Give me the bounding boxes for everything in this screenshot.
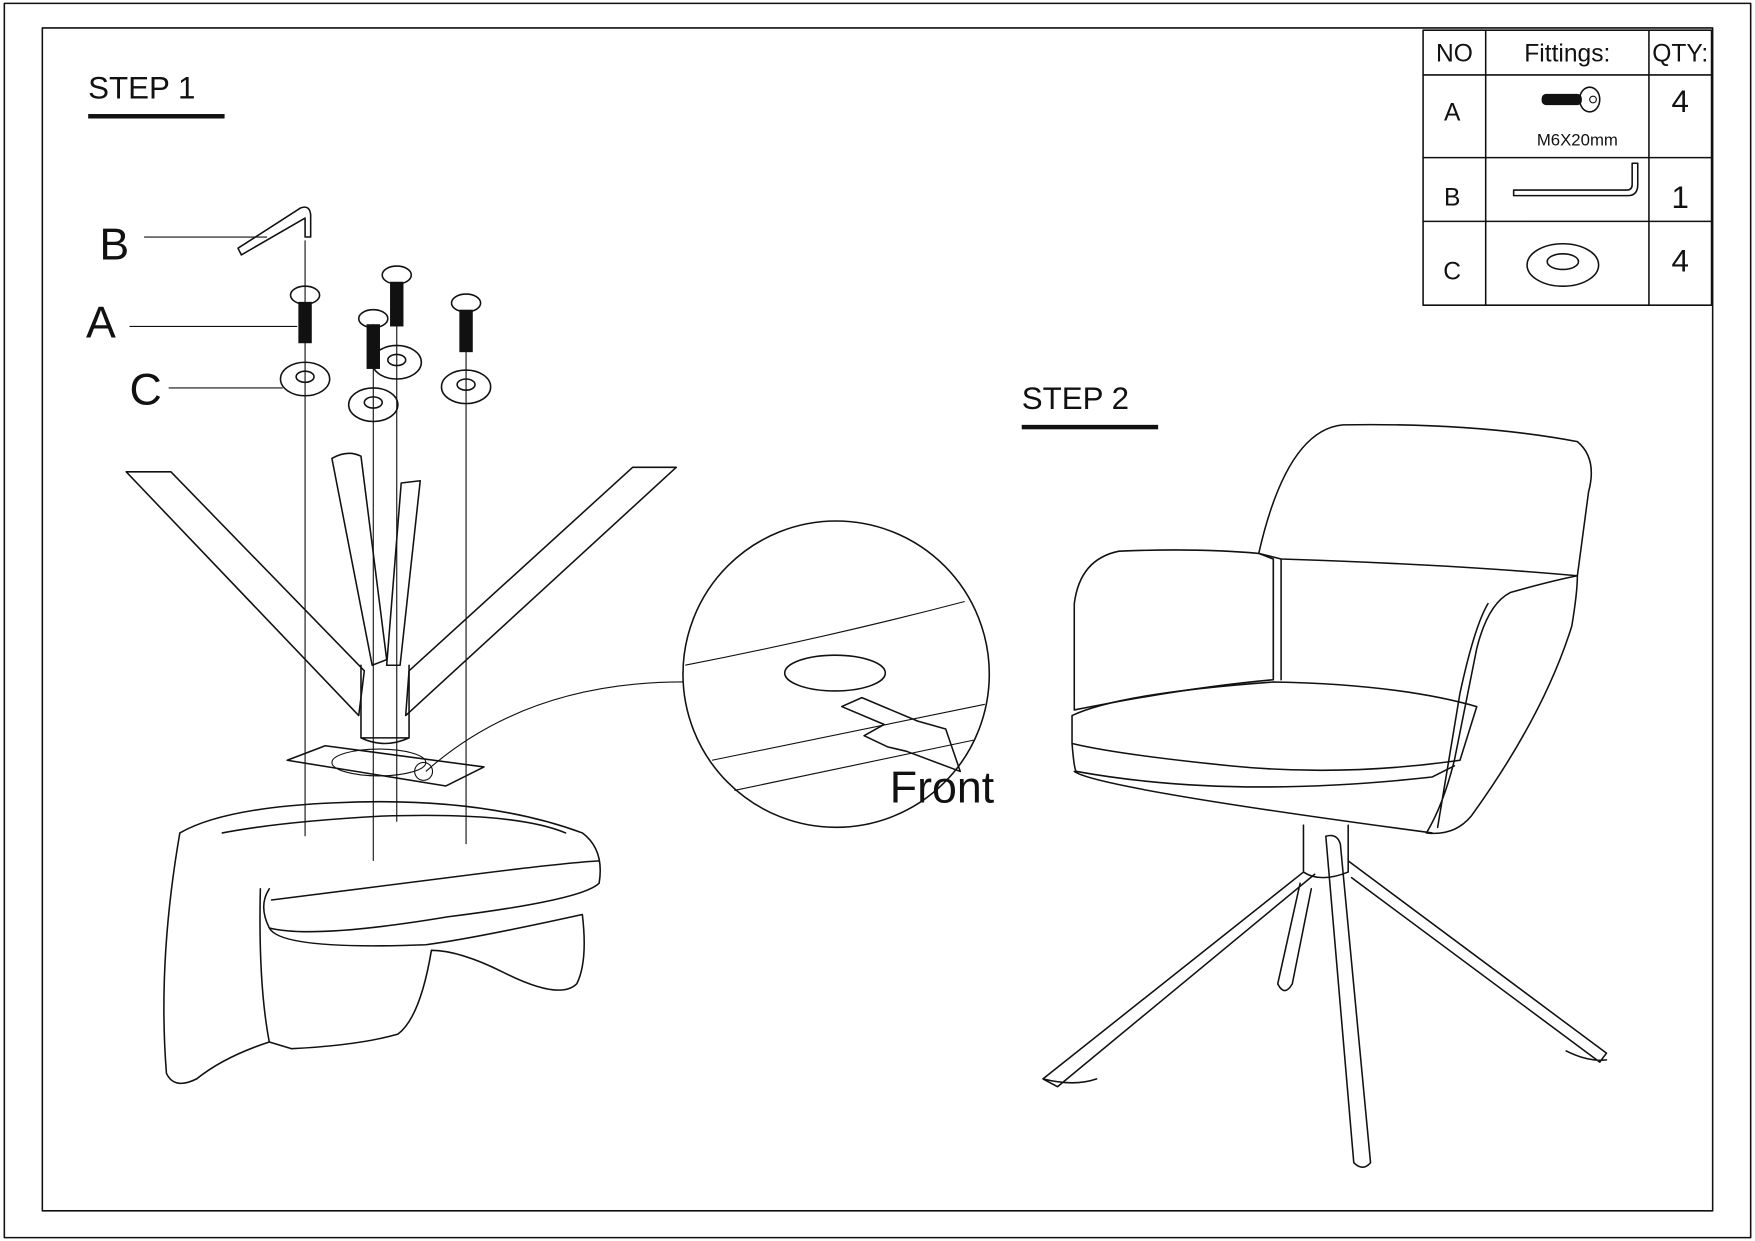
allen-key bbox=[237, 206, 312, 256]
washer-icon bbox=[1526, 242, 1600, 287]
step1-drawing: B A C bbox=[86, 206, 678, 1085]
row-a-no: A bbox=[1444, 100, 1461, 127]
washer bbox=[371, 344, 423, 380]
front-label: Front bbox=[890, 764, 995, 813]
bolt bbox=[357, 308, 389, 369]
row-a-qty: 4 bbox=[1672, 84, 1689, 119]
row-c-qty: 4 bbox=[1672, 244, 1689, 279]
row-b-no: B bbox=[1444, 185, 1460, 212]
step2-underline bbox=[1021, 424, 1159, 430]
fittings-table: NO Fittings: QTY: A M6X20mm 4 B 1 C 4 bbox=[1422, 29, 1713, 307]
washer bbox=[347, 387, 399, 423]
washer bbox=[440, 369, 492, 405]
step2-title: STEP 2 bbox=[1022, 381, 1129, 416]
inner-border bbox=[41, 27, 1714, 1212]
outer-border bbox=[3, 2, 1752, 1239]
header-no: NO bbox=[1436, 40, 1473, 67]
chair-seat bbox=[163, 800, 601, 1085]
bolt bbox=[450, 293, 482, 353]
washer bbox=[279, 361, 331, 397]
bolt bbox=[289, 285, 321, 344]
swivel-base-legs bbox=[1042, 824, 1608, 1168]
label-c: C bbox=[130, 366, 162, 415]
step1-underline bbox=[88, 114, 225, 119]
allen-key-icon bbox=[1512, 162, 1639, 197]
header-fittings: Fittings: bbox=[1524, 40, 1610, 67]
chair-legs bbox=[125, 452, 678, 717]
front-detail-callout: Front bbox=[425, 520, 995, 829]
bolt bbox=[381, 265, 413, 327]
row-b-qty: 1 bbox=[1672, 180, 1689, 215]
row-a-spec: M6X20mm bbox=[1537, 130, 1618, 149]
front-arrow-icon bbox=[840, 696, 962, 773]
step1-title: STEP 1 bbox=[88, 70, 195, 105]
header-qty: QTY: bbox=[1652, 40, 1708, 67]
label-b: B bbox=[99, 220, 129, 269]
bolt-icon bbox=[1541, 86, 1601, 113]
row-c-no: C bbox=[1443, 259, 1461, 286]
label-a: A bbox=[86, 299, 116, 348]
mounting-plate bbox=[286, 744, 485, 787]
step2-assembled-chair bbox=[1042, 423, 1608, 1168]
